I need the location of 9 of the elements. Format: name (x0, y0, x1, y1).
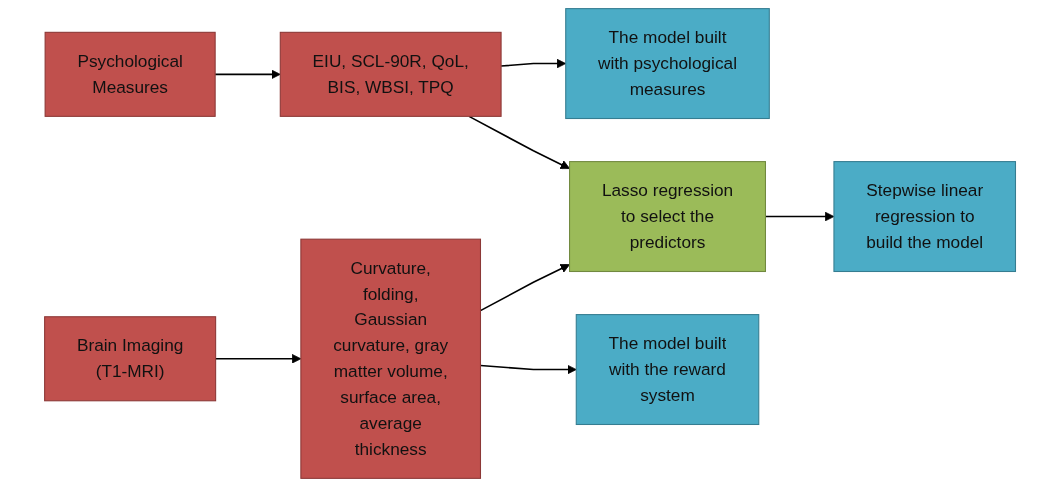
node-box: EIU, SCL-90R, QoL, BIS, WBSI, TPQ (280, 31, 503, 117)
node-box: The model built with psychological measures (565, 8, 771, 120)
node-box: Curvature, folding, Gaussian curvature, gray matter volume, surface area, average thickness (300, 238, 482, 479)
arrow (765, 211, 835, 222)
node-box: Lasso regression to select the predictors (569, 161, 767, 273)
node-box: The model built with the reward system (576, 314, 760, 426)
node-box: Stepwise linear regression to build the model (833, 161, 1017, 273)
node-box: Brain Imaging (T1-MRI) (44, 316, 217, 402)
node-box: Psychological Measures (45, 31, 217, 117)
